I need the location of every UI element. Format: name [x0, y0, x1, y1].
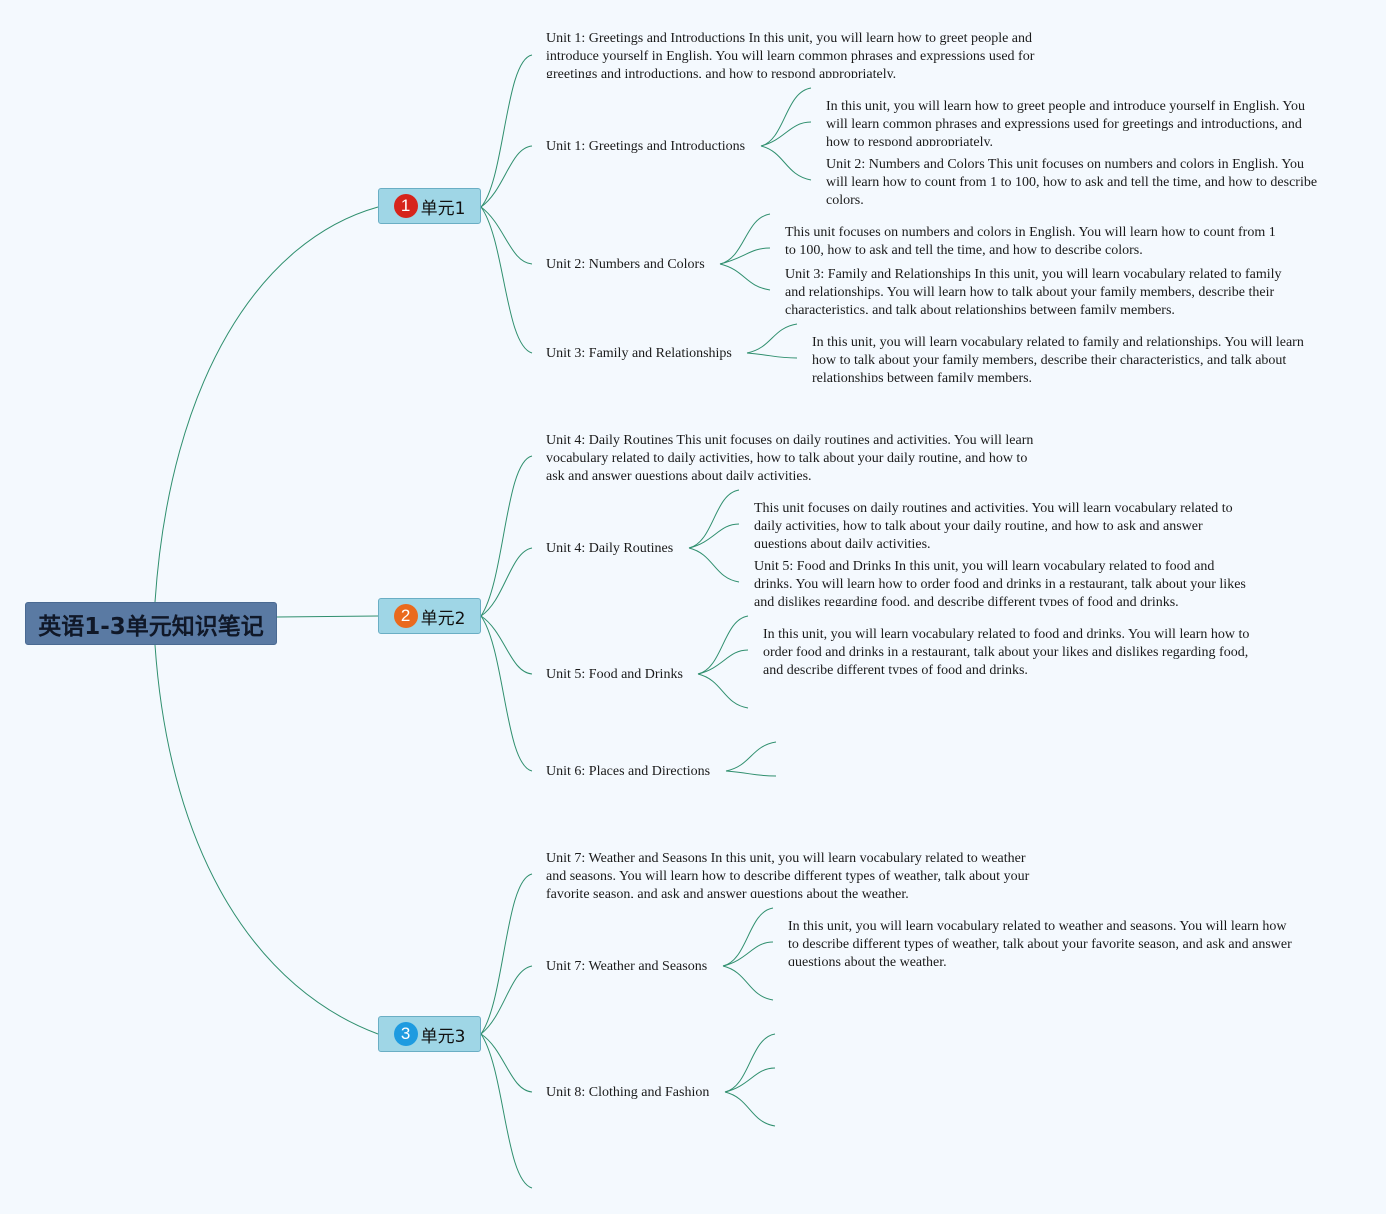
unit-1-title: 单元1 [420, 198, 466, 219]
connector-u3-topic9 [480, 965, 533, 1035]
connector-u1-topic1 [480, 145, 533, 208]
unit-node-1[interactable]: 1 单元1 [378, 188, 481, 224]
connector-t3-a [746, 323, 798, 354]
topic-node[interactable]: Unit 8: Clothing and Fashion [546, 1085, 710, 1100]
topic-node[interactable]: Unit 3: Family and Relationships [546, 346, 732, 361]
topic-node[interactable]: Unit 5: Food and Drinks [546, 667, 683, 682]
detail-node[interactable]: Unit 3: Family and Relationships In this… [785, 267, 1282, 314]
connector-t3-b [746, 352, 798, 359]
detail-node[interactable]: This unit focuses on daily routines and … [754, 501, 1233, 548]
connector-t6-b [697, 649, 749, 675]
detail-node[interactable]: Unit 2: Numbers and Colors This unit foc… [826, 157, 1318, 204]
topic-node[interactable]: Unit 6: Places and Directions [546, 764, 711, 779]
connector-t2-b [719, 247, 771, 265]
connector-u2-topic4 [480, 455, 533, 617]
connector-u3-empty [480, 1033, 533, 1189]
connector-u1-topic3 [480, 206, 533, 354]
unit-2-title: 单元2 [420, 608, 466, 629]
connector-u1-topic2 [480, 206, 533, 265]
connector-t2-a [719, 213, 771, 265]
connector-root-unit3 [154, 644, 379, 1035]
connector-root-unit1 [154, 206, 379, 603]
connector-t6-a [697, 615, 749, 675]
connector-t9-c [722, 965, 774, 1001]
unit-node-3[interactable]: 3 单元3 [378, 1016, 481, 1052]
connector-u3-topic8 [480, 873, 533, 1035]
detail-node[interactable]: In this unit, you will learn how to gree… [826, 99, 1306, 146]
topic-node[interactable]: Unit 7: Weather and Seasons In this unit… [546, 851, 1030, 898]
connector-root-unit2 [276, 615, 379, 618]
unit-1-number-badge: 1 [393, 194, 418, 218]
connector-t10-a [724, 1033, 776, 1093]
unit-2-number-badge: 2 [393, 604, 418, 628]
connector-t1-b [760, 121, 812, 147]
connector-u2-topic5 [480, 547, 533, 617]
connector-t7-a [725, 741, 777, 772]
topic-node[interactable]: Unit 1: Greetings and Introductions In t… [546, 31, 1035, 78]
unit-node-2[interactable]: 2 单元2 [378, 598, 481, 634]
connector-t9-a [722, 907, 774, 967]
detail-node[interactable]: In this unit, you will learn vocabulary … [788, 919, 1292, 966]
topic-node[interactable]: Unit 2: Numbers and Colors [546, 257, 705, 272]
connector-t1-a [760, 87, 812, 147]
topic-node[interactable]: Unit 7: Weather and Seasons [546, 959, 708, 974]
connector-t5-a [688, 489, 740, 549]
unit-3-title: 单元3 [420, 1026, 466, 1047]
connector-t6-c [697, 673, 749, 709]
connector-u2-topic6 [480, 615, 533, 675]
connector-t5-c [688, 547, 740, 583]
detail-node[interactable]: In this unit, you will learn vocabulary … [812, 335, 1304, 382]
detail-node[interactable]: This unit focuses on numbers and colors … [785, 225, 1276, 258]
topic-node[interactable]: Unit 4: Daily Routines This unit focuses… [546, 433, 1034, 480]
connector-t5-b [688, 523, 740, 549]
connector-t1-c [760, 145, 812, 181]
root-node[interactable]: 英语1-3单元知识笔记 [25, 602, 277, 645]
connector-t10-c [724, 1091, 776, 1127]
detail-node[interactable]: Unit 5: Food and Drinks In this unit, yo… [754, 559, 1246, 606]
connector-u2-topic7 [480, 615, 533, 772]
unit-3-number-badge: 3 [393, 1022, 418, 1046]
connector-u3-topic10 [480, 1033, 533, 1093]
root-title: 英语1-3单元知识笔记 [38, 613, 264, 640]
detail-node[interactable]: In this unit, you will learn vocabulary … [763, 627, 1250, 674]
topic-node[interactable]: Unit 4: Daily Routines [546, 541, 674, 556]
topic-node[interactable]: Unit 1: Greetings and Introductions [546, 139, 746, 154]
connector-t10-b [724, 1067, 776, 1093]
connector-t9-b [722, 941, 774, 967]
connector-t2-c [719, 263, 771, 291]
connector-u1-topic0 [480, 54, 533, 208]
connector-t7-b [725, 770, 777, 777]
